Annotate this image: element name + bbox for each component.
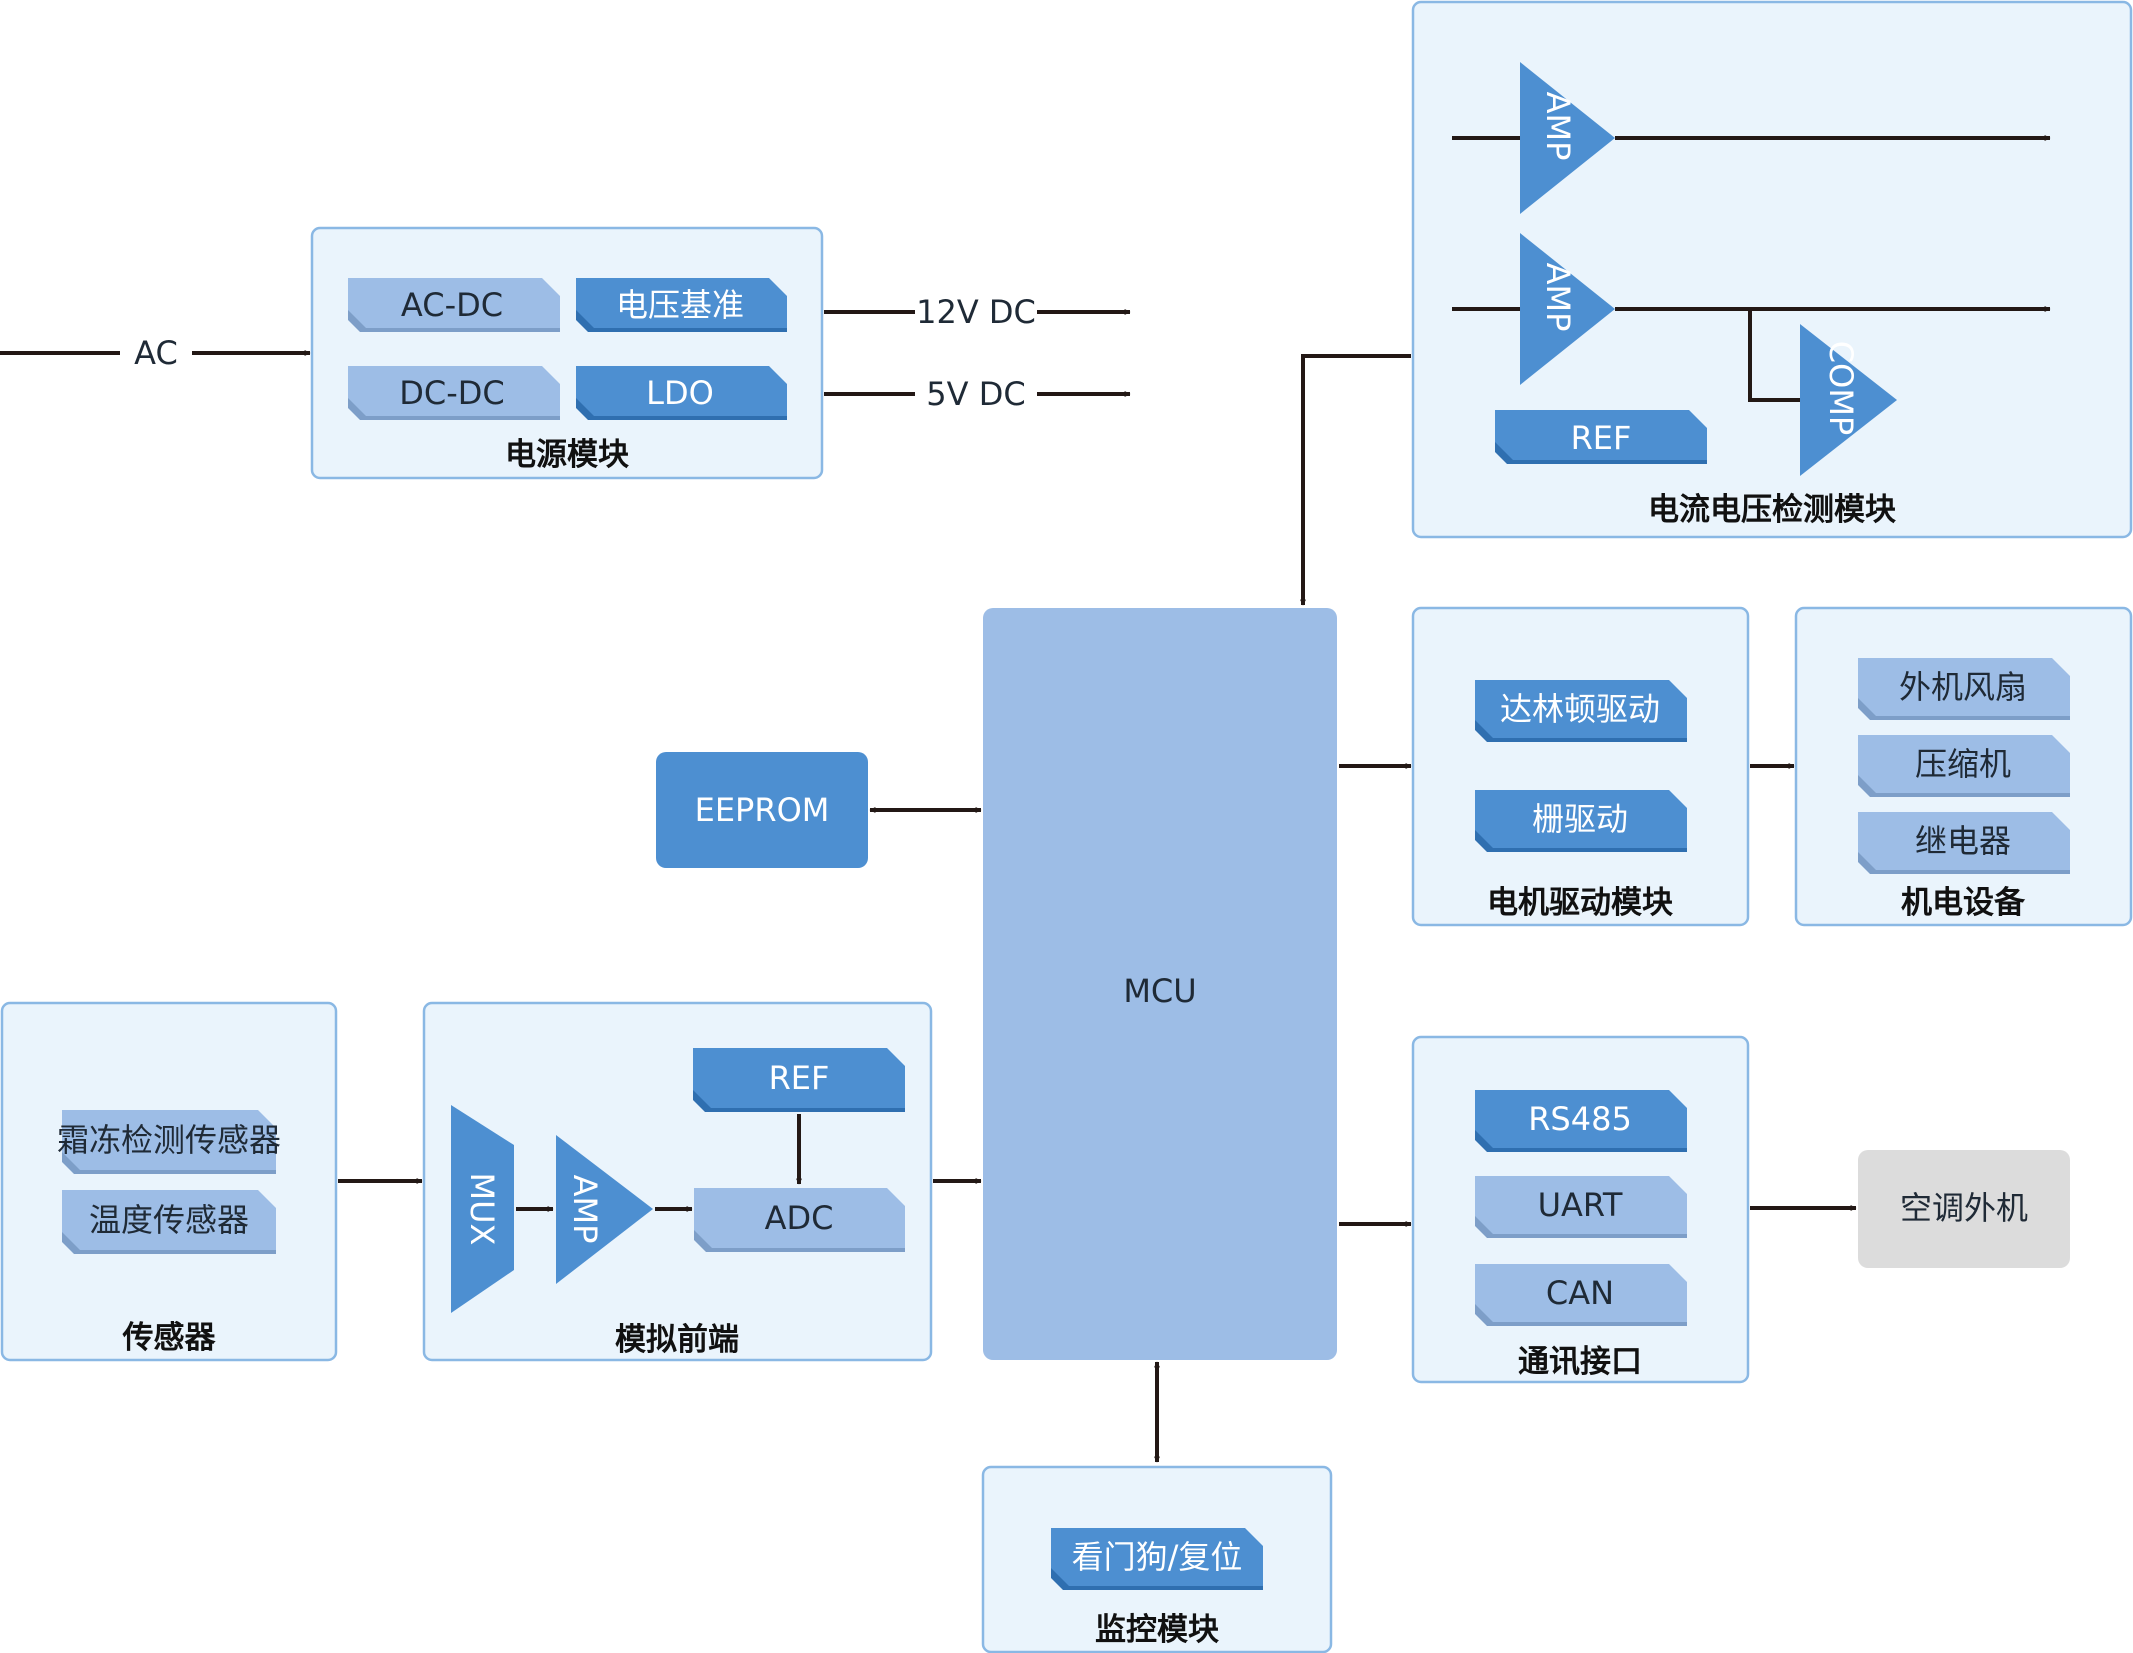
- power-module: AC-DC 电压基准 DC-DC LDO 电源模块: [310, 226, 824, 480]
- sensors-title: 传感器: [122, 1320, 217, 1356]
- acdc-label: AC-DC: [401, 286, 503, 324]
- eeprom-label: EEPROM: [695, 791, 830, 829]
- afe-module: REF MUX AMP ADC 模拟前端: [422, 1001, 933, 1362]
- uart-chip: UART: [1475, 1176, 1687, 1238]
- dcdc-label: DC-DC: [399, 374, 505, 412]
- comm-module: RS485 UART CAN 通讯接口: [1411, 1035, 1750, 1384]
- sense-module: AMP AMP COMP REF 电流电压检测模块: [1411, 0, 2133, 539]
- motor-drive-title: 电机驱动模块: [1487, 885, 1673, 921]
- temp-sensor-chip: 温度传感器: [62, 1190, 276, 1254]
- ldo-label: LDO: [646, 374, 714, 412]
- vref-label: 电压基准: [616, 286, 744, 324]
- monitor-module: 看门狗/复位 监控模块: [981, 1465, 1333, 1653]
- motor-drive-module: 达林顿驱动 栅驱动 电机驱动模块: [1411, 606, 1750, 927]
- acdc-chip: AC-DC: [348, 278, 560, 332]
- afe-amp: AMP: [556, 1135, 653, 1284]
- temp-sensor-label: 温度传感器: [89, 1201, 249, 1239]
- ac-label: AC: [134, 334, 178, 372]
- uart-label: UART: [1538, 1186, 1623, 1224]
- sense-ref-label: REF: [1571, 419, 1632, 457]
- rs485-chip: RS485: [1475, 1090, 1687, 1152]
- v12-label: 12V DC: [916, 293, 1036, 331]
- watchdog-label: 看门狗/复位: [1072, 1538, 1243, 1576]
- sense-module-title: 电流电压检测模块: [1648, 492, 1896, 528]
- relay-label: 继电器: [1915, 822, 2011, 860]
- sense-ref-chip: REF: [1495, 410, 1707, 464]
- afe-mux-label: MUX: [463, 1173, 501, 1246]
- sense-amp1: AMP: [1520, 62, 1615, 214]
- gate-drive-chip: 栅驱动: [1475, 790, 1687, 852]
- sense-amp1-label: AMP: [1539, 92, 1577, 161]
- can-label: CAN: [1546, 1274, 1614, 1312]
- sensors-module: 霜冻检测传感器 温度传感器 传感器: [0, 1001, 338, 1362]
- outdoor-unit-block: 空调外机: [1858, 1150, 2070, 1268]
- compressor-chip: 压缩机: [1858, 735, 2070, 797]
- mcu-block: MCU: [983, 608, 1337, 1360]
- rs485-label: RS485: [1528, 1100, 1632, 1138]
- afe-adc-label: ADC: [765, 1199, 834, 1237]
- sense-comp-label: COMP: [1822, 341, 1860, 435]
- v5-label: 5V DC: [926, 375, 1025, 413]
- compressor-label: 压缩机: [1915, 745, 2011, 783]
- vref-chip: 电压基准: [576, 278, 787, 332]
- relay-chip: 继电器: [1858, 812, 2070, 874]
- dcdc-chip: DC-DC: [348, 366, 560, 420]
- fan-chip: 外机风扇: [1858, 658, 2070, 720]
- darlington-label: 达林顿驱动: [1500, 690, 1660, 728]
- afe-ref-label: REF: [769, 1059, 830, 1097]
- afe-adc-chip: ADC: [694, 1188, 905, 1252]
- can-chip: CAN: [1475, 1264, 1687, 1326]
- monitor-title: 监控模块: [1095, 1612, 1219, 1648]
- darlington-chip: 达林顿驱动: [1475, 680, 1687, 742]
- afe-amp-label: AMP: [566, 1175, 604, 1244]
- eeprom-block: EEPROM: [656, 752, 868, 868]
- comm-title: 通讯接口: [1518, 1344, 1642, 1380]
- sense-comp: COMP: [1800, 324, 1897, 476]
- outdoor-unit-label: 空调外机: [1900, 1189, 2028, 1227]
- watchdog-chip: 看门狗/复位: [1051, 1528, 1263, 1590]
- mcu-label: MCU: [1123, 972, 1196, 1010]
- power-signals: AC 12V DC 5V DC: [0, 293, 1131, 413]
- sense-to-mcu-arrow: [1300, 354, 1411, 606]
- afe-mux: MUX: [451, 1105, 514, 1313]
- equipment-module: 外机风扇 压缩机 继电器 机电设备: [1794, 606, 2133, 927]
- fan-label: 外机风扇: [1899, 668, 2027, 706]
- frost-sensor-chip: 霜冻检测传感器: [57, 1110, 281, 1174]
- sense-amp2-label: AMP: [1539, 263, 1577, 332]
- power-module-title: 电源模块: [505, 437, 629, 473]
- equipment-title: 机电设备: [1901, 885, 2026, 921]
- ldo-chip: LDO: [576, 366, 787, 420]
- afe-title: 模拟前端: [615, 1322, 739, 1358]
- gate-drive-label: 栅驱动: [1532, 800, 1628, 838]
- frost-sensor-label: 霜冻检测传感器: [57, 1121, 281, 1159]
- sense-amp2: AMP: [1520, 233, 1615, 385]
- afe-ref-chip: REF: [693, 1048, 905, 1112]
